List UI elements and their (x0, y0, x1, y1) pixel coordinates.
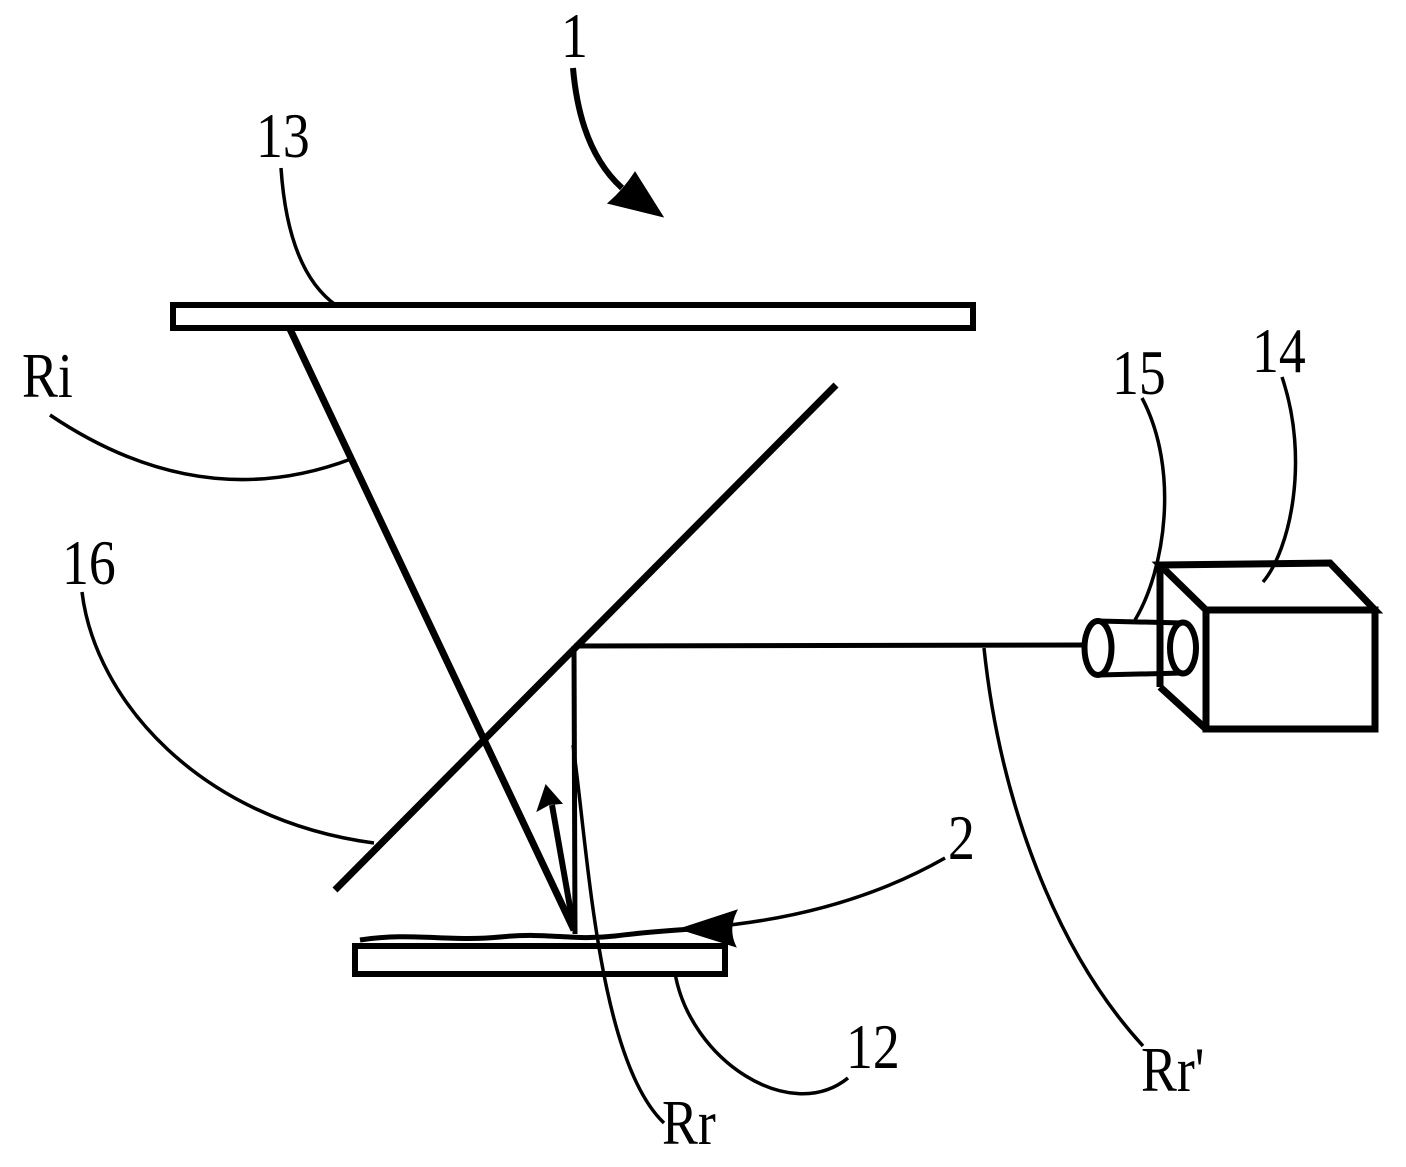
lens-front-ellipse (1167, 619, 1199, 677)
lens-cylinder-top (1097, 618, 1184, 626)
beam-vertical (571, 645, 578, 935)
leader-14 (1261, 376, 1298, 584)
leader-2 (709, 856, 946, 929)
label-assembly-1: 1 (561, 0, 588, 71)
beamsplitter-16 (332, 382, 839, 893)
label-mirror-13: 13 (256, 100, 310, 171)
laser-box-top-face (1151, 559, 1384, 614)
leader-12 (673, 972, 850, 1096)
incident-ray-ri (285, 325, 578, 932)
label-beamsplitter-16: 16 (62, 527, 116, 598)
leader-16 (80, 591, 375, 845)
laser-box-front-face (1202, 606, 1379, 733)
leader-rr-prime (982, 647, 1145, 1048)
beam-horizontal (573, 642, 1091, 649)
mirror-plate-13 (170, 302, 976, 331)
label-surface-2: 2 (948, 802, 975, 873)
substrate-12 (352, 943, 728, 977)
assembly-arrowhead (606, 171, 665, 218)
surface-arrowhead (677, 909, 738, 948)
lens-cylinder-bottom (1097, 670, 1184, 678)
leader-13 (279, 167, 338, 308)
label-substrate-12: 12 (846, 1011, 900, 1082)
label-laser-14: 14 (1252, 315, 1306, 386)
reflected-arrow-shaft (549, 804, 577, 931)
label-lens-15: 15 (1112, 337, 1166, 408)
leader-rr (571, 744, 666, 1125)
label-reflected-ray-rr: Rr (662, 1087, 716, 1158)
label-reference-ray-rr-prime: Rr' (1141, 1034, 1205, 1105)
assembly-arrow-shaft (570, 67, 625, 191)
leader-15 (1133, 397, 1167, 621)
laser-box-bottom-slant (1157, 684, 1209, 732)
sample-surface-2 (359, 926, 691, 943)
lens-back-ellipse (1081, 618, 1115, 678)
reflected-arrowhead (536, 784, 564, 813)
label-incident-ray-ri: Ri (22, 340, 73, 411)
leader-ri (49, 413, 352, 482)
